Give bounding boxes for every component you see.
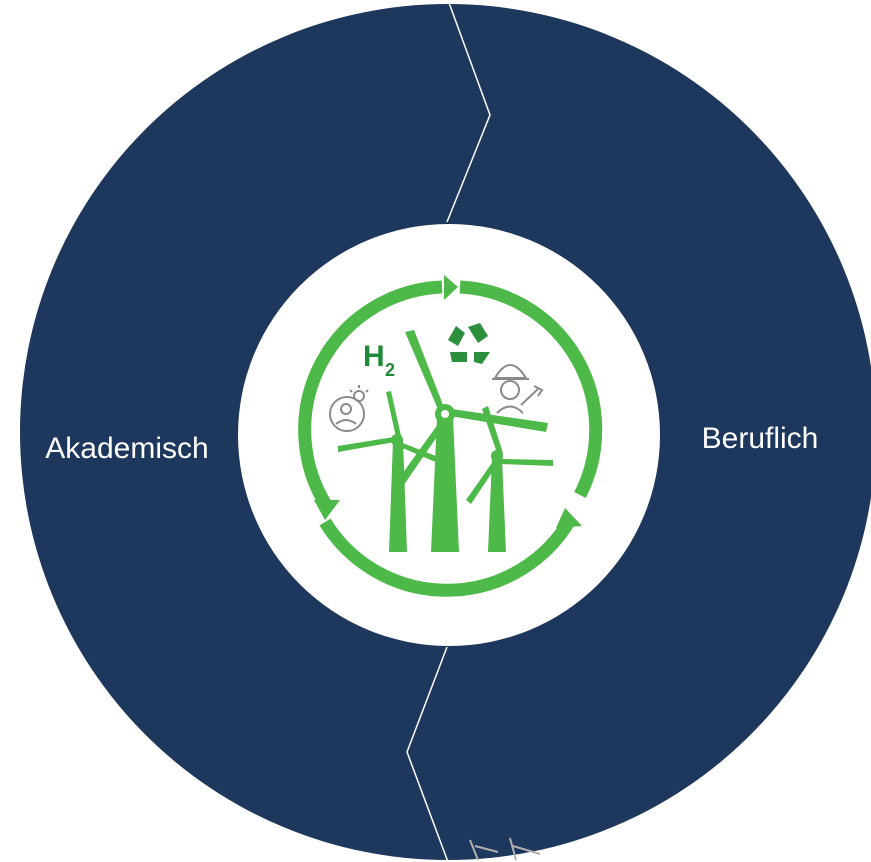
divider-bottom bbox=[406, 646, 449, 862]
divider-top bbox=[446, 0, 491, 223]
wind-turbine-icon bbox=[338, 330, 553, 552]
engineer-icon bbox=[492, 364, 544, 414]
recycle-icon bbox=[448, 323, 490, 364]
mini-turbine-icon bbox=[469, 837, 541, 861]
hydrogen-subscript: 2 bbox=[385, 360, 395, 380]
hydrogen-icon: H 2 bbox=[363, 340, 395, 380]
center-logo: H 2 bbox=[298, 275, 603, 597]
idea-person-icon bbox=[329, 385, 369, 432]
segment-label-akademisch: Akademisch bbox=[45, 432, 208, 465]
cycle-arrows-icon bbox=[298, 280, 603, 597]
hydrogen-h: H bbox=[363, 340, 385, 373]
cycle-arrowheads bbox=[314, 275, 582, 528]
segment-label-beruflich: Beruflich bbox=[702, 422, 819, 455]
